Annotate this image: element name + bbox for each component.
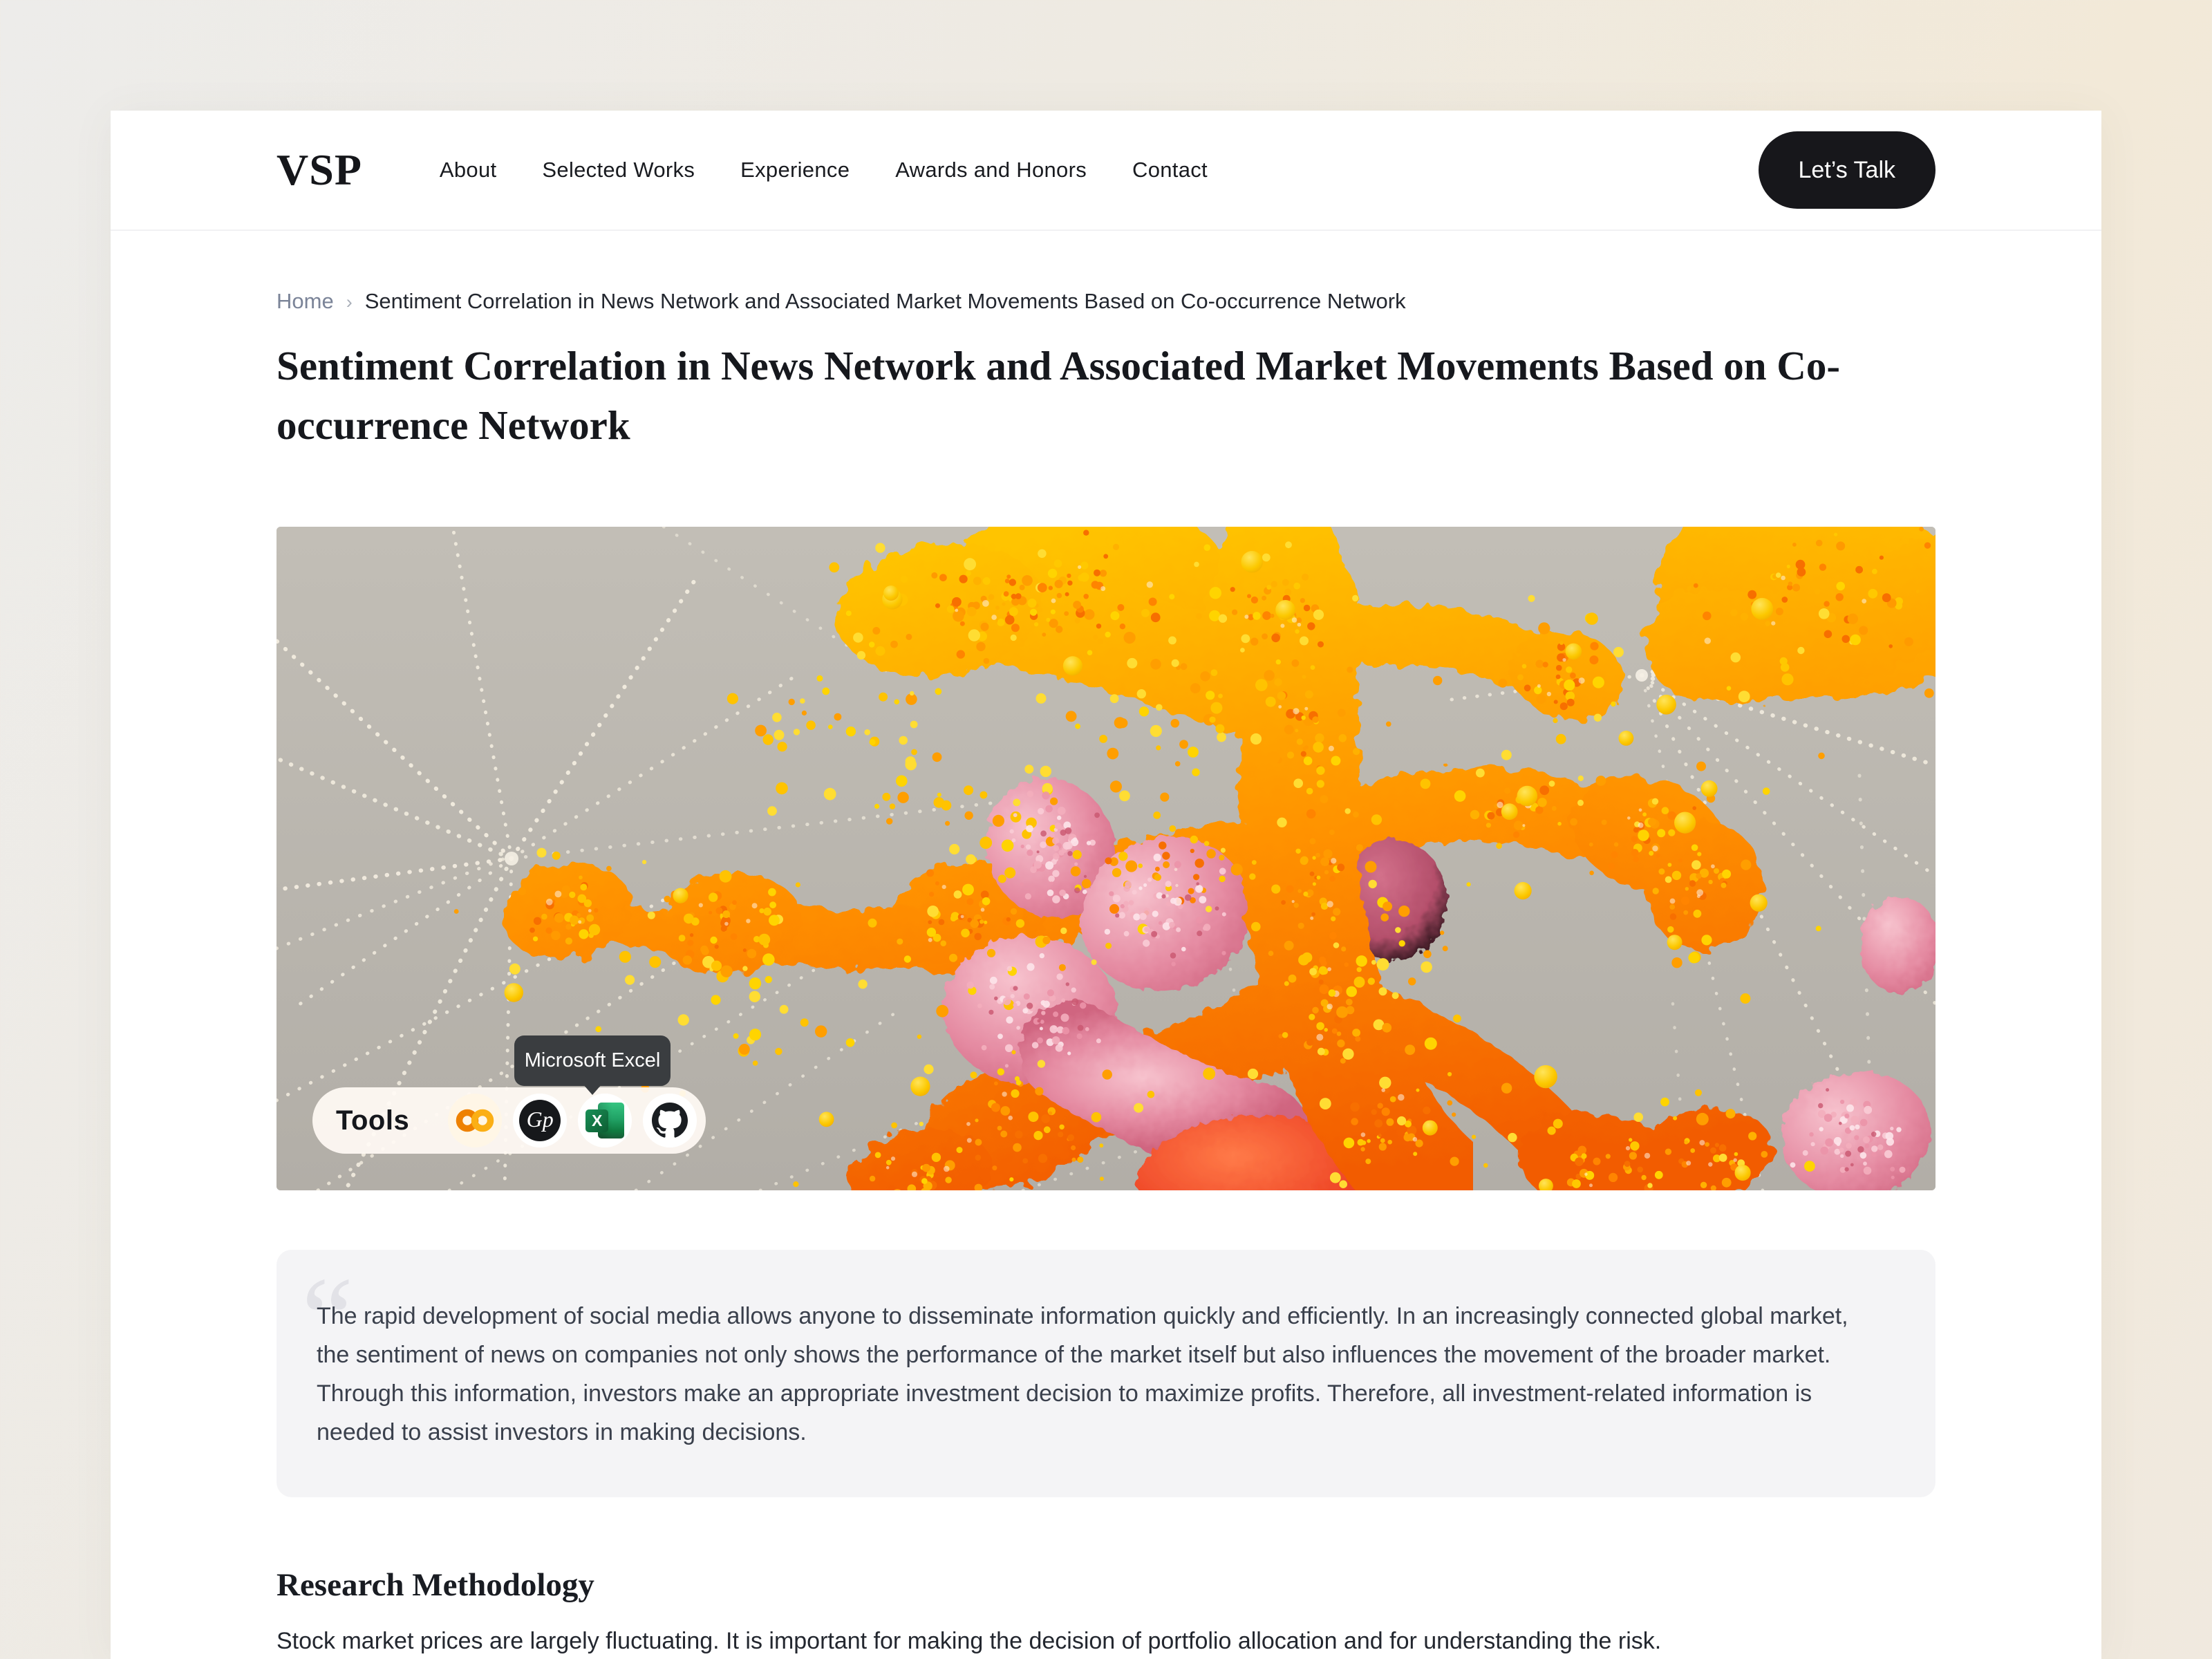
quote-mark-icon: “ [301,1253,354,1384]
hero-image: Microsoft Excel Tools Gp X [276,527,1936,1191]
chevron-right-icon: › [346,292,353,312]
gephi-monogram: Gp [519,1100,561,1142]
github-icon[interactable] [643,1094,697,1148]
nav-item-about[interactable]: About [439,158,497,182]
excel-logo: X [585,1103,625,1139]
nav-item-experience[interactable]: Experience [740,158,850,182]
site-header: VSP About Selected Works Experience Awar… [111,111,2101,231]
colab-rings [456,1109,494,1132]
nav-item-contact[interactable]: Contact [1132,158,1208,182]
nav-item-selected-works[interactable]: Selected Works [542,158,695,182]
hero-illustration [276,527,1936,1191]
github-octocat [652,1103,688,1138]
section-heading: Research Methodology [276,1567,594,1604]
gephi-icon[interactable]: Gp [513,1094,568,1148]
breadcrumb: Home › Sentiment Correlation in News Net… [276,286,1936,317]
tools-pill: Tools Gp X [312,1087,706,1154]
breadcrumb-current: Sentiment Correlation in News Network an… [364,289,1406,313]
nav-item-awards[interactable]: Awards and Honors [895,158,1087,182]
excel-x-monogram: X [585,1109,609,1133]
microsoft-excel-icon[interactable]: X [578,1094,632,1148]
pull-quote: “ The rapid development of social media … [276,1250,1936,1498]
tools-label: Tools [336,1105,410,1136]
quote-text: The rapid development of social media al… [317,1303,1848,1446]
main-nav: About Selected Works Experience Awards a… [440,158,1208,182]
breadcrumb-home-link[interactable]: Home [276,289,334,313]
section-body: Stock market prices are largely fluctuat… [276,1628,1662,1655]
brand-logo[interactable]: VSP [276,145,362,194]
lets-talk-button[interactable]: Let’s Talk [1758,131,1936,209]
google-colab-icon[interactable] [448,1094,503,1148]
tool-tooltip: Microsoft Excel [514,1035,671,1096]
article-main: Home › Sentiment Correlation in News Net… [111,286,2101,1659]
page-title: Sentiment Correlation in News Network an… [276,343,1841,448]
page-card: VSP About Selected Works Experience Awar… [111,111,2101,1659]
tool-tooltip-label: Microsoft Excel [524,1049,661,1072]
